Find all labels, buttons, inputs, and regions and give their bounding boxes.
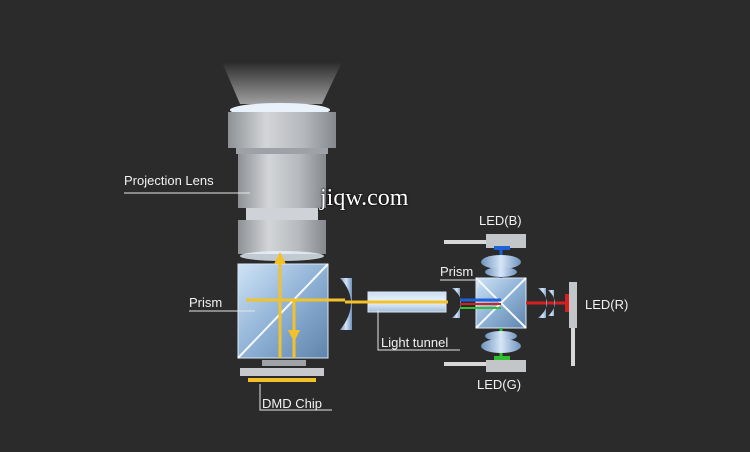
- projected-light-cone: [222, 62, 342, 104]
- led-blue-assembly: [444, 234, 526, 277]
- label-leaders: [124, 192, 479, 411]
- watermark-text: jiqw.com: [320, 185, 409, 211]
- led-red-assembly: [538, 282, 577, 366]
- projection-lens-label: Projection Lens: [124, 173, 214, 188]
- projection-lens-barrel: [228, 103, 336, 261]
- light-beams-prism: [246, 252, 345, 358]
- relay-optics: [340, 278, 461, 330]
- light-tunnel-label: Light tunnel: [381, 335, 449, 350]
- dmd-chip-graphic: [240, 360, 324, 382]
- prism-left-label: Prism: [189, 295, 223, 310]
- led-green-label: LED(G): [477, 377, 522, 392]
- dmd-chip-label: DMD Chip: [262, 396, 322, 411]
- led-red-label: LED(R): [585, 297, 629, 312]
- led-blue-label: LED(B): [479, 213, 522, 228]
- led-green-assembly: [444, 331, 526, 372]
- prism-right-label: Prism: [440, 264, 474, 279]
